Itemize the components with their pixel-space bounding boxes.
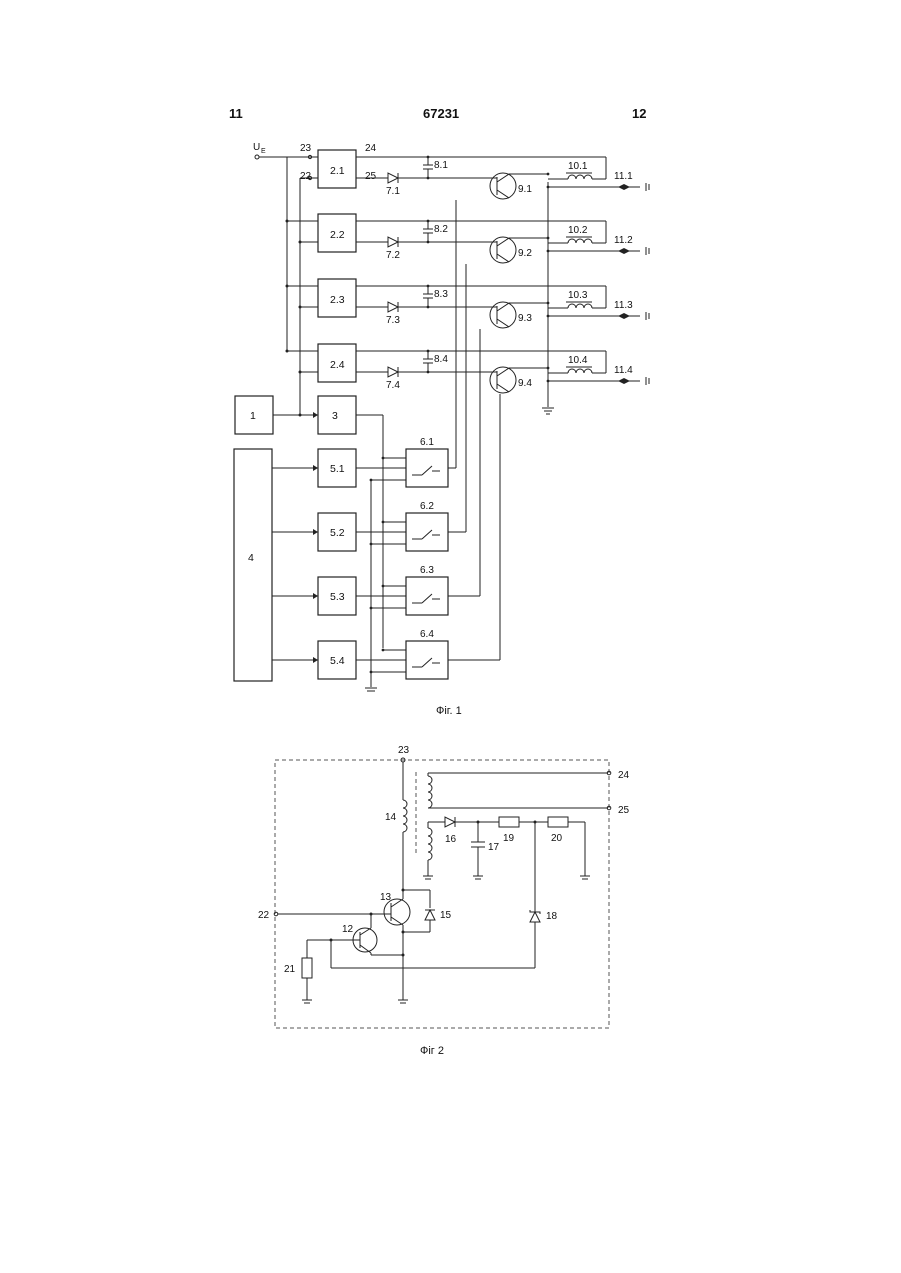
transistor-label: 9.1 (518, 184, 532, 195)
fig2-label-21: 21 (284, 964, 296, 975)
fig2-label-19: 19 (503, 833, 515, 844)
fig1-caption: Фіг. 1 (436, 705, 462, 717)
transistor-label: 9.2 (518, 248, 532, 259)
fig2-label-20: 20 (551, 833, 563, 844)
fig2-label-23: 23 (398, 745, 410, 756)
block-2-label: 2.1 (330, 165, 345, 177)
diode-16 (445, 817, 455, 827)
capacitor-label: 8.4 (434, 354, 448, 365)
figure-2: 23 14 24 25 16 (258, 745, 630, 1057)
block-2-label: 2.3 (330, 294, 345, 306)
fig1-channel-row: 2.3 7.3 8.3 9.3 10.3 11.3 5.3 6.3 (272, 279, 649, 615)
block-4-label: 4 (248, 552, 254, 564)
capacitor-label: 8.2 (434, 224, 448, 235)
capacitor-label: 8.3 (434, 289, 448, 300)
fig2-label-15: 15 (440, 910, 452, 921)
fig2-caption: Фіг 2 (420, 1045, 444, 1057)
transistor-label: 9.3 (518, 313, 532, 324)
input-label: U (253, 142, 260, 153)
diode-7-1 (388, 173, 398, 183)
fig2-label-25: 25 (618, 805, 630, 816)
terminal-23-label: 23 (300, 143, 312, 154)
coil-label: 10.4 (568, 355, 588, 366)
fig2-label-12: 12 (342, 924, 354, 935)
figure-1: U E 23 22 24 25 2.1 7.1 8.1 9.1 10.1 11.1 5.1 6… (234, 142, 649, 717)
switch-6-3 (406, 577, 448, 615)
switch-label: 6.4 (420, 629, 434, 640)
timer-label: 5.4 (330, 655, 345, 667)
fig2-label-14: 14 (385, 812, 397, 823)
diode-label: 7.1 (386, 186, 400, 197)
coil-label: 10.1 (568, 161, 588, 172)
fig2-label-24: 24 (618, 770, 630, 781)
timer-label: 5.3 (330, 591, 345, 603)
coil-10-3 (568, 304, 592, 308)
switch-6-2 (406, 513, 448, 551)
diode-7-3 (388, 302, 398, 312)
switch-label: 6.1 (420, 437, 434, 448)
block-2-label: 2.2 (330, 229, 345, 241)
coil-10-1 (568, 175, 592, 179)
transistor-9-3 (490, 302, 516, 328)
terminal-24-label: 24 (365, 143, 377, 154)
fig1-channel-row: 2.4 7.4 8.4 9.4 10.4 11.4 5.4 6.4 (272, 344, 649, 679)
switch-label: 6.2 (420, 501, 434, 512)
capacitor-label: 8.1 (434, 160, 448, 171)
resistor-20 (548, 817, 568, 827)
fig2-label-13: 13 (380, 892, 392, 903)
diode-7-2 (388, 237, 398, 247)
diode-label: 7.4 (386, 380, 400, 391)
block-2-label: 2.4 (330, 359, 345, 371)
switch-6-1 (406, 449, 448, 487)
input-label-subscript: E (261, 148, 266, 155)
primary-winding-14 (403, 800, 407, 832)
output-label: 11.4 (614, 365, 633, 376)
fig2-boundary (275, 760, 609, 1028)
switch-label: 6.3 (420, 565, 434, 576)
diode-7-4 (388, 367, 398, 377)
fig2-label-16: 16 (445, 834, 457, 845)
transistor-9-1 (490, 173, 516, 199)
transistor-9-4 (490, 367, 516, 393)
block-1-label: 1 (250, 410, 256, 422)
switch-6-4 (406, 641, 448, 679)
terminal-22-label: 22 (300, 171, 312, 182)
fig2-label-22: 22 (258, 910, 270, 921)
coil-10-2 (568, 239, 592, 243)
terminal-25-label: 25 (365, 171, 377, 182)
input-terminal (255, 155, 259, 159)
block-3-label: 3 (332, 410, 338, 422)
diode-15 (425, 910, 435, 920)
output-label: 11.3 (614, 300, 633, 311)
block-4 (234, 449, 272, 681)
coil-label: 10.3 (568, 290, 588, 301)
zener-18 (530, 912, 540, 922)
output-label: 11.1 (614, 171, 633, 182)
resistor-21 (302, 958, 312, 978)
transistor-label: 9.4 (518, 378, 532, 389)
timer-label: 5.2 (330, 527, 345, 539)
output-label: 11.2 (614, 235, 633, 246)
coil-label: 10.2 (568, 225, 588, 236)
fig2-label-18: 18 (546, 911, 558, 922)
fig2-label-17: 17 (488, 842, 500, 853)
coil-10-4 (568, 369, 592, 373)
diode-label: 7.2 (386, 250, 400, 261)
fig1-channel-row: 2.1 7.1 8.1 9.1 10.1 11.1 5.1 6.1 (272, 150, 649, 487)
resistor-19 (499, 817, 519, 827)
timer-label: 5.1 (330, 463, 345, 475)
transistor-9-2 (490, 237, 516, 263)
diode-label: 7.3 (386, 315, 400, 326)
